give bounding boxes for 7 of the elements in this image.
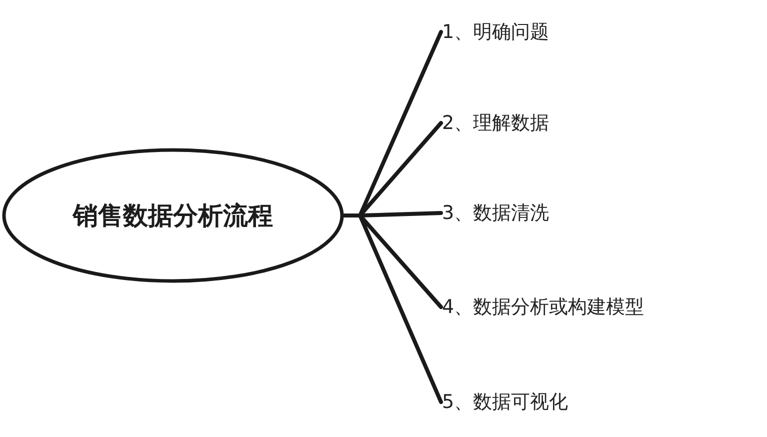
step-label: 2、理解数据 — [442, 109, 550, 137]
topic-title: 销售数据分析流程 — [73, 200, 273, 232]
step-label: 4、数据分析或构建模型 — [442, 293, 644, 321]
topic-ellipse — [2, 148, 344, 283]
step-label: 3、数据清洗 — [442, 199, 550, 227]
step-label: 5、数据可视化 — [442, 388, 568, 416]
step-label: 1、明确问题 — [442, 18, 550, 46]
